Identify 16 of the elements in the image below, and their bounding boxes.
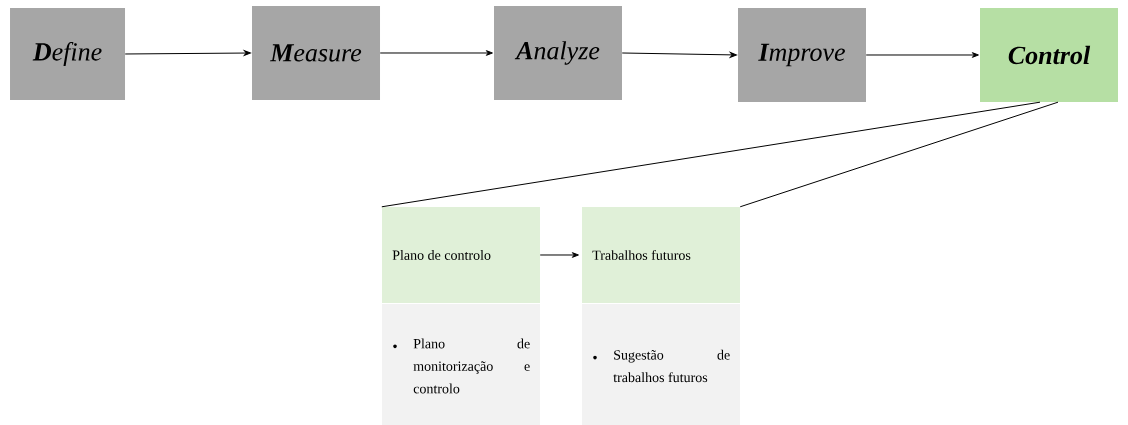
- arrow: [865, 52, 979, 58]
- arrow: [124, 50, 251, 56]
- zoom-line: [381, 101, 1041, 208]
- phase-box: Define: [10, 8, 125, 100]
- phase-box: Analyze: [494, 6, 622, 100]
- bullet-box: Sugestão de trabalhos futuros: [582, 304, 740, 425]
- phase-box: Control: [980, 8, 1118, 102]
- step-box: Trabalhos futuros: [582, 207, 740, 303]
- step-box: Plano de controlo: [382, 207, 540, 303]
- phase-box: Improve: [738, 8, 866, 102]
- zoom-line: [739, 101, 1059, 208]
- arrow: [539, 252, 579, 258]
- arrow: [621, 52, 737, 58]
- arrow: [379, 50, 493, 56]
- bullet-box: Plano de monitorização e controlo: [382, 304, 540, 425]
- phase-box: Measure: [252, 6, 380, 100]
